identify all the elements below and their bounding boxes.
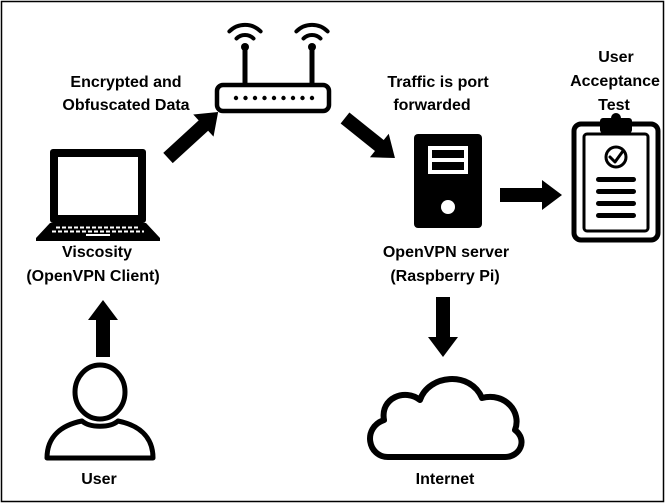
uat-label-line1: User: [598, 49, 634, 66]
arrow-user-to-laptop: [88, 300, 118, 357]
internet-label: Internet: [416, 471, 475, 488]
arrow-server-to-internet: [428, 297, 458, 357]
uat-label-line2: Acceptance: [570, 73, 660, 90]
encrypted-label-line2: Obfuscated Data: [62, 97, 189, 114]
traffic-label-line1: Traffic is port: [387, 74, 489, 91]
server-icon: [414, 134, 482, 228]
traffic-label-line2: forwarded: [393, 97, 470, 114]
router-body: [214, 82, 332, 114]
clipboard-check-icon: [571, 113, 661, 243]
user-icon: [44, 362, 156, 461]
user-label: User: [81, 471, 117, 488]
router-status-lights: [233, 95, 315, 101]
client-label-line1: Viscosity: [62, 244, 132, 261]
arrow-server-to-clipboard: [500, 180, 562, 210]
laptop-icon: [36, 149, 160, 241]
cloud-icon: [367, 376, 525, 460]
wifi-antenna-left: [227, 22, 263, 86]
encrypted-label-line1: Encrypted and: [70, 74, 181, 91]
arrow-laptop-to-router: [163, 112, 219, 164]
client-label-line2: (OpenVPN Client): [26, 268, 159, 285]
wifi-antenna-right: [294, 22, 330, 86]
uat-label-line3: Test: [598, 97, 630, 114]
router-icon: [214, 22, 332, 114]
server-label-line2: (Raspberry Pi): [390, 268, 499, 285]
arrow-router-to-server: [340, 112, 395, 159]
server-label-line1: OpenVPN server: [383, 244, 509, 261]
